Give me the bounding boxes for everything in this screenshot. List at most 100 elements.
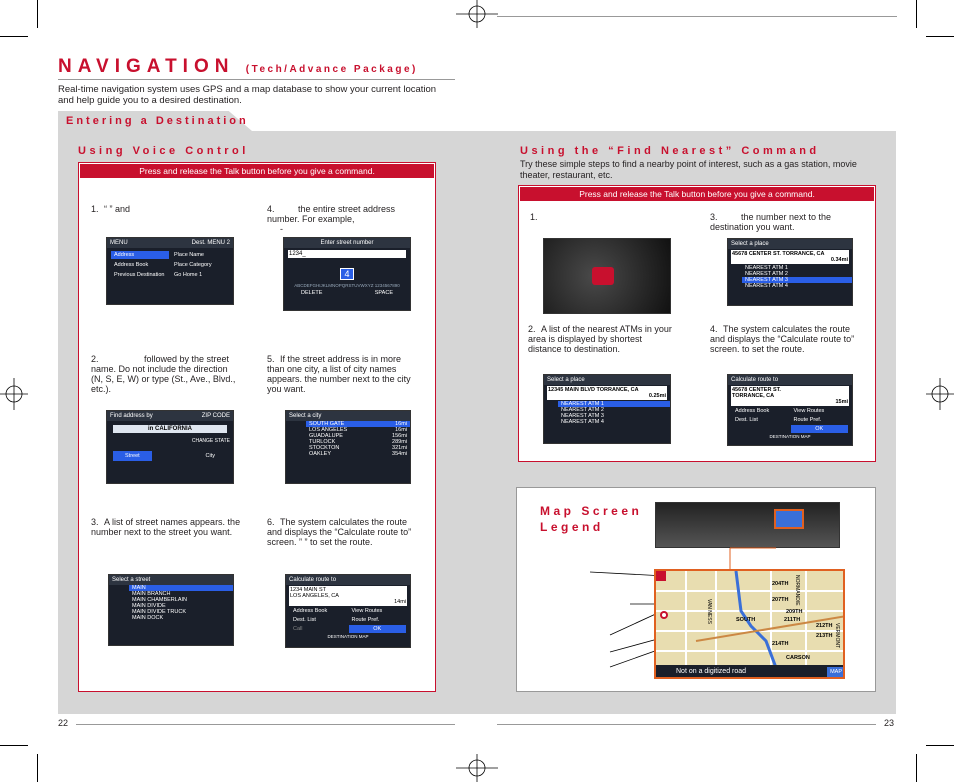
voice-step-4: 4.the entire street address number. For … <box>267 204 396 234</box>
crop-mark <box>916 0 917 28</box>
section-tab-label: Entering a Destination <box>66 115 249 127</box>
menu-item[interactable]: Place Category <box>174 262 212 268</box>
crop-mark <box>37 754 38 782</box>
street-number-field[interactable]: 1234_ <box>288 250 406 258</box>
screen-calc-route-1: Calculate route to 1234 MAIN ST LOS ANGE… <box>285 574 411 648</box>
ok-button[interactable]: OK <box>348 625 406 633</box>
section-tab <box>58 111 252 131</box>
page-title: NAVIGATION (Tech/Advance Package) <box>58 56 418 77</box>
crop-mark <box>916 754 917 782</box>
crop-mark <box>926 36 954 37</box>
nearest-heading: Using the “Find Nearest” Command <box>520 145 820 157</box>
dashboard-photo <box>655 502 840 548</box>
menu-item[interactable]: Previous Destination <box>114 272 165 278</box>
voice-step-6: 6.The system calculates the route and di… <box>267 517 412 547</box>
nearest-step-3: 3.the number next to the destination you… <box>710 212 832 232</box>
map-screen[interactable]: 204TH 207TH 209TH 211TH 212TH 213TH 214T… <box>654 569 845 679</box>
title-rule <box>58 79 455 80</box>
map-status-bar: Not on a digitized road MAP <box>656 665 843 677</box>
voice-step-5: 5.If the street address is in more than … <box>267 354 411 394</box>
list-item[interactable]: MAIN DIVIDE <box>132 603 166 609</box>
destination-flag-icon <box>660 611 668 619</box>
talk-banner: Press and release the Talk button before… <box>520 187 874 201</box>
nearest-intro: Try these simple steps to find a nearby … <box>520 159 857 180</box>
list-item[interactable]: NEAREST ATM 1 <box>745 265 788 271</box>
crop-mark <box>0 745 28 746</box>
menu-item[interactable]: Go Home 1 <box>174 272 203 278</box>
menu-item[interactable]: Address Book <box>114 262 149 268</box>
list-item[interactable]: NEAREST ATM 4 <box>745 283 788 289</box>
footer-rule-right <box>497 724 876 725</box>
dest-list-button[interactable]: Dest. List <box>293 617 316 623</box>
list-item[interactable]: NEAREST ATM 1 <box>558 401 670 407</box>
footer-rule-left <box>76 724 455 725</box>
page-number-right: 23 <box>884 718 895 728</box>
registration-mark-right <box>926 378 954 410</box>
voice-step-3: 3.A list of street names appears. the nu… <box>91 517 241 537</box>
voice-heading: Using Voice Control <box>78 145 249 157</box>
crop-mark <box>37 0 38 28</box>
map-streets <box>656 571 843 677</box>
screen-street-number: Enter street number 1234_ 4 ABCDEFGHIJKL… <box>283 237 411 311</box>
dest-list-button[interactable]: Dest. List <box>735 417 758 423</box>
nearest-step-4: 4.The system calculates the route and di… <box>710 324 855 354</box>
delete-button[interactable]: DELETE <box>301 290 323 296</box>
crop-mark <box>926 745 954 746</box>
nav-screen-highlight <box>774 509 804 529</box>
map-button[interactable]: MAP <box>827 667 843 677</box>
registration-mark-left <box>0 378 28 410</box>
steering-wheel-photo <box>543 238 671 314</box>
list-item[interactable]: MAIN DIVIDE TRUCK <box>132 609 186 615</box>
list-item[interactable]: NEAREST ATM 3 <box>742 277 852 283</box>
view-routes-button[interactable]: View Routes <box>351 608 383 614</box>
screen-select-place-2: Select a place 12345 MAIN BLVD TORRANCE,… <box>543 374 671 444</box>
menu-item[interactable]: Place Name <box>174 252 204 258</box>
talk-banner: Press and release the Talk button before… <box>80 164 434 178</box>
screen-calc-route-2: Calculate route to 45678 CENTER ST. TORR… <box>727 374 853 446</box>
space-button[interactable]: SPACE <box>374 290 393 296</box>
page-subtitle: (Tech/Advance Package) <box>245 64 418 75</box>
list-item[interactable]: NEAREST ATM 2 <box>745 271 788 277</box>
menu-item[interactable]: Address <box>111 251 169 259</box>
voice-step-1: 1.“ ” and <box>91 204 131 214</box>
list-item[interactable]: MAIN BRANCH <box>132 591 171 597</box>
list-item[interactable]: NEAREST ATM 2 <box>561 407 604 413</box>
view-routes-button[interactable]: View Routes <box>793 408 825 414</box>
list-item[interactable]: MAIN <box>129 585 233 591</box>
registration-mark-top <box>456 0 498 28</box>
registration-mark-bottom <box>456 754 498 782</box>
nearest-step-2: 2.A list of the nearest ATMs in your are… <box>528 324 672 354</box>
address-book-button[interactable]: Address Book <box>735 408 770 414</box>
address-book-button[interactable]: Address Book <box>293 608 328 614</box>
north-arrow-icon <box>656 571 666 581</box>
list-item[interactable]: MAIN CHAMBERLAIN <box>132 597 188 603</box>
voice-step-2: 2.followed by the street name. Do not in… <box>91 354 236 394</box>
legend-heading: Map Screen Legend <box>540 504 643 534</box>
list-item[interactable]: MAIN DOCK <box>132 615 164 621</box>
route-pref-button[interactable]: Route Pref. <box>793 417 822 423</box>
list-item[interactable]: NEAREST ATM 3 <box>561 413 604 419</box>
screen-select-place-1: Select a place 45678 CENTER ST. TORRANCE… <box>727 238 853 306</box>
list-item[interactable]: NEAREST ATM 4 <box>561 419 604 425</box>
street-option[interactable]: Street <box>113 451 152 461</box>
route-pref-button[interactable]: Route Pref. <box>351 617 380 623</box>
nearest-step-1: 1. <box>530 212 538 222</box>
ok-button[interactable]: OK <box>790 425 848 433</box>
city-option[interactable]: City <box>205 453 215 459</box>
talk-button-image <box>592 267 614 285</box>
call-button[interactable]: Call <box>293 626 303 632</box>
top-rule <box>497 16 897 17</box>
page-number-left: 22 <box>58 718 69 728</box>
intro-text: Real-time navigation system uses GPS and… <box>58 84 437 106</box>
crop-mark <box>0 36 28 37</box>
